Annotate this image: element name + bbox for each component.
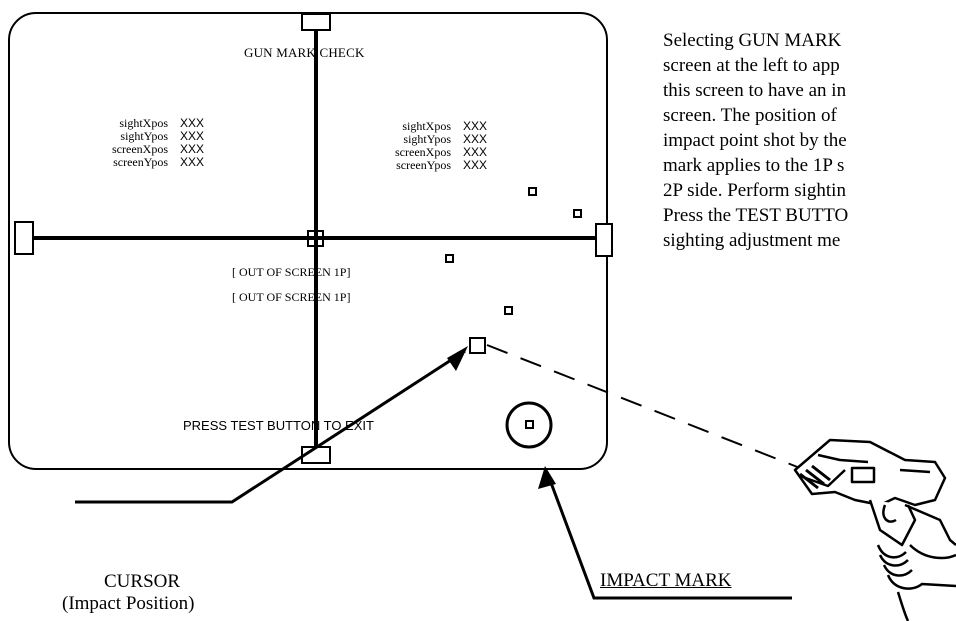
out-of-screen-message-1: [ OUT OF SCREEN 1P] <box>232 265 350 280</box>
description-line: this screen to have an in <box>663 78 956 103</box>
line-of-fire <box>487 345 800 468</box>
description-line: Press the TEST BUTTO <box>663 203 956 228</box>
description-line: impact point shot by the <box>663 128 956 153</box>
impact-mark-label: IMPACT MARK <box>600 570 731 592</box>
cursor-sub-label: (Impact Position) <box>62 593 194 615</box>
screen-title: GUN MARK CHECK <box>244 45 365 61</box>
left-edge-marker <box>15 222 33 254</box>
impact-point-1 <box>529 188 536 195</box>
description-line: screen. The position of <box>663 103 956 128</box>
impact-mark-square <box>526 421 533 428</box>
cursor-square <box>470 338 485 353</box>
light-gun-icon <box>795 440 956 621</box>
out-of-screen-message-2: [ OUT OF SCREEN 1P] <box>232 290 350 305</box>
description-line: sighting adjustment me <box>663 228 956 253</box>
cursor-label: CURSOR <box>104 571 180 593</box>
impact-point-4 <box>505 307 512 314</box>
right-edge-marker <box>596 224 612 256</box>
exit-instruction: PRESS TEST BUTTON TO EXIT <box>183 418 374 433</box>
description-line: mark applies to the 1P s <box>663 153 956 178</box>
cursor-arrowhead <box>447 346 468 371</box>
impact-point-2 <box>574 210 581 217</box>
description-line: Selecting GUN MARK <box>663 28 956 53</box>
impact-point-3 <box>446 255 453 262</box>
description-line: screen at the left to app <box>663 53 956 78</box>
description-paragraph: Selecting GUN MARK screen at the left to… <box>663 28 956 253</box>
description-line: 2P side. Perform sightin <box>663 178 956 203</box>
top-edge-marker <box>302 14 330 30</box>
